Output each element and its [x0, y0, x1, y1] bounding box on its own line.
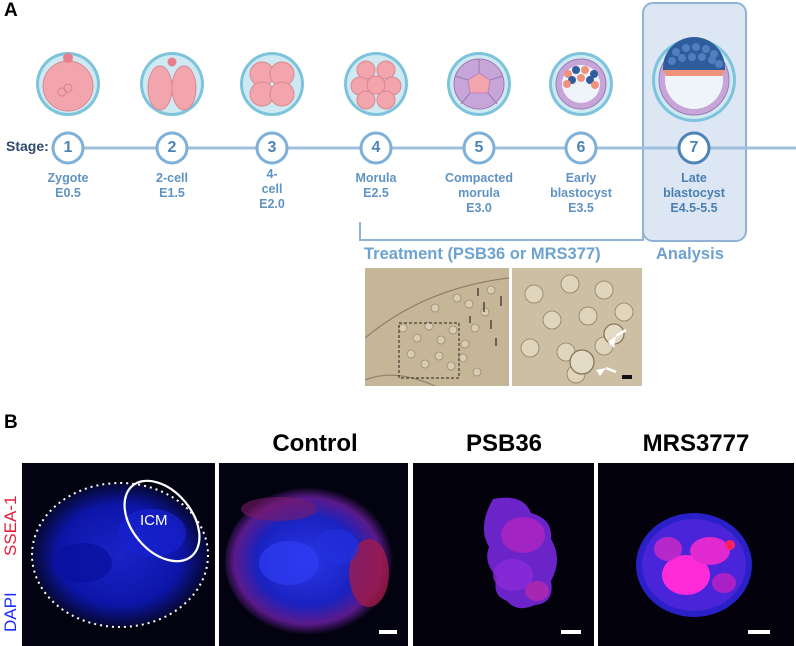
scale-bar — [561, 630, 581, 634]
stage-name: Late — [681, 171, 707, 185]
panel-b-letter: B — [4, 412, 18, 433]
ylabel-ssea1: SSEA-1 — [1, 495, 20, 556]
stage-day: E2.0 — [259, 197, 285, 211]
embryo-culture-micrograph-high — [512, 268, 642, 386]
fluoro-schematic-svg: ICM — [22, 463, 215, 646]
stage-label-5: Compacted morula E3.0 — [433, 171, 525, 216]
stage-label-7: Late blastocyst E4.5-5.5 — [648, 171, 740, 216]
late-blastocyst-illustration — [652, 37, 736, 122]
stage-label-4: Morula E2.5 — [330, 171, 422, 201]
stage-number-3: 3 — [267, 139, 277, 156]
column-title-mrs3777: MRS3777 — [642, 430, 750, 457]
stage-label-2: 2-cell E1.5 — [126, 171, 218, 201]
fluoro-mrs3777-svg — [598, 463, 794, 646]
fluorescence-image-schematic: ICM — [22, 463, 215, 646]
stage-name-line2: blastocyst — [663, 186, 725, 200]
icm-label: ICM — [140, 512, 168, 529]
analysis-label: Analysis — [656, 245, 724, 263]
stage-name: Morula — [355, 171, 397, 185]
stage-label-3: 4- cell E2.0 — [226, 167, 318, 212]
developmental-timeline — [36, 2, 796, 242]
ylabel-dapi: DAPI — [1, 592, 20, 632]
early-blastocyst-illustration — [549, 52, 613, 116]
stage-day: E3.5 — [568, 201, 594, 215]
stage-marker-6 — [564, 131, 598, 165]
fluorescence-image-mrs3777 — [598, 463, 794, 646]
micrograph-high-image — [512, 268, 642, 386]
stage-number-4: 4 — [371, 139, 381, 156]
stage-marker-2 — [155, 131, 189, 165]
stage-title: Stage: — [6, 138, 49, 154]
stage-name-line2: blastocyst — [550, 186, 612, 200]
stage-label-1: Zygote E0.5 — [22, 171, 114, 201]
column-title-control: Control — [272, 430, 358, 457]
column-title-psb36: PSB36 — [465, 430, 543, 457]
stage-marker-7 — [677, 131, 711, 165]
panel-a-letter: A — [4, 0, 18, 21]
compacted-morula-illustration — [447, 52, 511, 116]
embryo-culture-micrograph-low — [365, 268, 509, 386]
fluoro-control-svg — [219, 463, 408, 646]
stage-day: E0.5 — [55, 186, 81, 200]
fluorescence-image-psb36 — [413, 463, 594, 646]
stage-markers — [51, 131, 711, 165]
treatment-label: Treatment (PSB36 or MRS377) — [364, 245, 601, 263]
two-cell-illustration — [140, 52, 204, 116]
stage-number-6: 6 — [576, 139, 586, 156]
zygote-illustration — [36, 52, 100, 116]
stage-number-5: 5 — [474, 139, 484, 156]
stage-name: Compacted — [444, 171, 514, 185]
scale-bar — [379, 630, 397, 634]
stage-marker-1 — [51, 131, 85, 165]
stage-name-line2: morula — [458, 186, 500, 200]
stage-number-2: 2 — [167, 139, 177, 156]
fluorescence-image-control — [219, 463, 408, 646]
stage-day: E4.5-5.5 — [670, 201, 718, 215]
stage-name-line2: cell — [261, 182, 283, 196]
stage-number-7: 7 — [689, 139, 699, 156]
stage-marker-4 — [359, 131, 393, 165]
stage-name: 2-cell — [156, 171, 188, 185]
stage-day: E2.5 — [363, 186, 389, 200]
treatment-bracket — [359, 150, 644, 241]
scale-bar — [748, 630, 770, 634]
stage-marker-5 — [462, 131, 496, 165]
stage-name: Early — [565, 171, 597, 185]
stage-day: E1.5 — [159, 186, 185, 200]
micrograph-low-image — [365, 268, 509, 386]
stage-marker-3 — [255, 131, 289, 165]
stage-label-6: Early blastocyst E3.5 — [535, 171, 627, 216]
four-cell-illustration — [240, 52, 304, 116]
stage-number-1: 1 — [63, 139, 73, 156]
stage-day: E3.0 — [466, 201, 492, 215]
morula-illustration — [344, 52, 408, 116]
stage-name: Zygote — [47, 171, 89, 185]
fluoro-psb36-svg — [413, 463, 594, 646]
stage-name: 4- — [266, 167, 278, 181]
